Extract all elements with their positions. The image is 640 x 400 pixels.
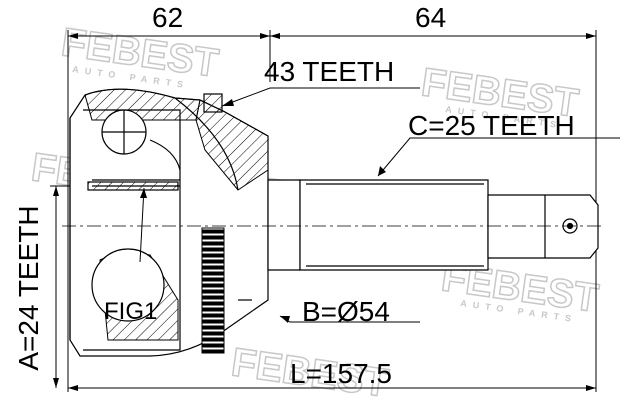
abs-ring-tooth xyxy=(201,235,225,240)
callout-inner-spline: A=24 TEETH xyxy=(13,205,44,371)
abs-ring-tooth xyxy=(201,313,225,318)
abs-ring-tooth xyxy=(201,307,225,312)
abs-ring-tooth xyxy=(201,289,225,294)
abs-ring-tooth xyxy=(201,247,225,252)
abs-ring-tooth xyxy=(201,271,225,276)
dimension-arrows xyxy=(53,33,596,391)
abs-ring-tooth xyxy=(201,301,225,306)
outer-spline-detail xyxy=(203,93,223,113)
abs-ring-tooth xyxy=(201,259,225,264)
abs-ring-tooth xyxy=(201,265,225,270)
abs-ring-tooth xyxy=(201,337,225,342)
abs-ring-tooth xyxy=(201,349,225,354)
callout-shaft-spline: C=25 TEETH xyxy=(408,110,575,141)
dimension-outer-diameter: B=Ø54 xyxy=(302,296,390,327)
abs-ring-tooth xyxy=(201,295,225,300)
abs-ring-teeth xyxy=(201,229,225,354)
abs-ring-tooth xyxy=(201,283,225,288)
dimension-length: L=157.5 xyxy=(290,358,392,389)
abs-ring-tooth xyxy=(201,277,225,282)
abs-ring-tooth xyxy=(201,343,225,348)
dimension-width-left: 62 xyxy=(152,2,184,33)
abs-ring-tooth xyxy=(201,331,225,336)
abs-ring-tooth xyxy=(201,319,225,324)
figure-reference-label: FIG1 xyxy=(104,298,158,325)
callout-arrowheads xyxy=(140,99,386,323)
dimension-width-right: 64 xyxy=(415,2,447,33)
stub-shaft xyxy=(267,179,599,271)
abs-tone-ring xyxy=(201,227,225,354)
abs-ring-tooth xyxy=(201,241,225,246)
inner-race xyxy=(87,109,181,322)
callout-outer-teeth: 43 TEETH xyxy=(264,56,395,87)
abs-ring-tooth xyxy=(201,229,225,234)
abs-ring-tooth xyxy=(201,325,225,330)
abs-ring-tooth xyxy=(201,253,225,258)
